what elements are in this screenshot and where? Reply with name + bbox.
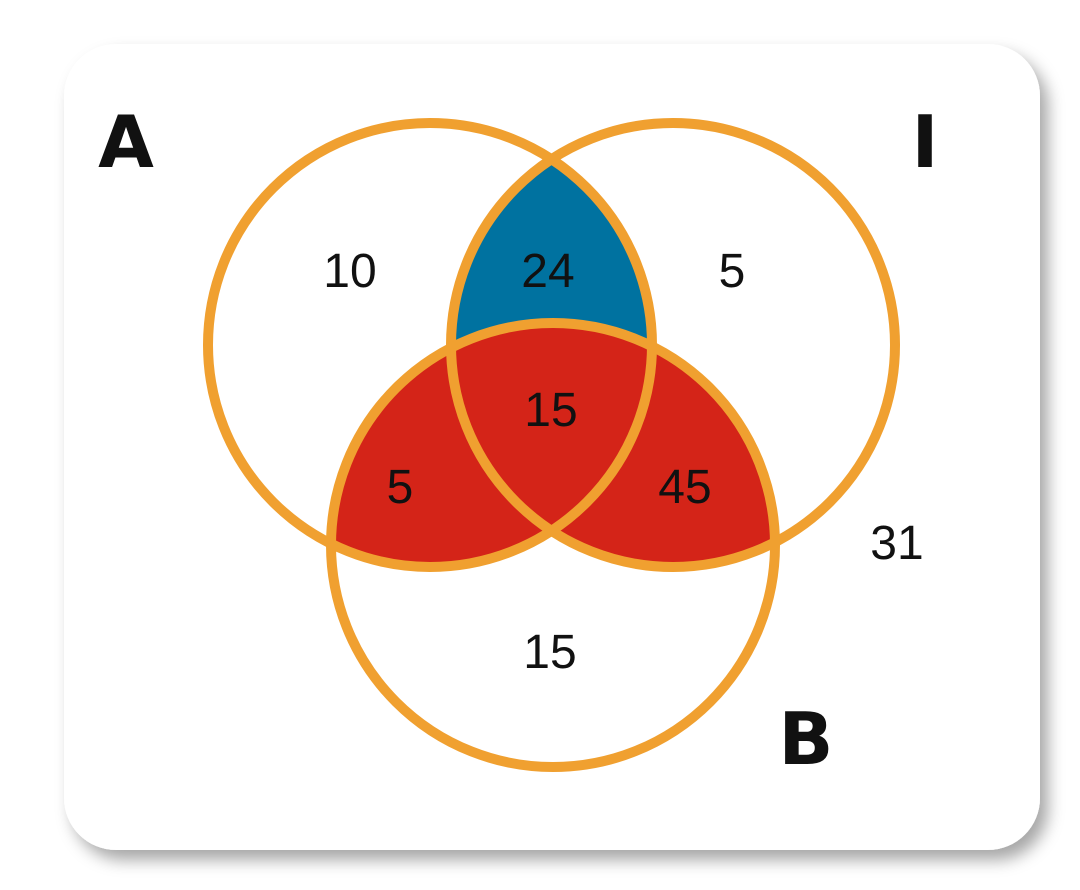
set-label-a: A bbox=[98, 100, 154, 184]
set-label-b: B bbox=[779, 697, 834, 781]
value-i-only: 5 bbox=[719, 245, 746, 298]
value-a-b-only: 5 bbox=[387, 461, 414, 514]
set-label-i: I bbox=[912, 100, 939, 184]
value-a-i-b: 15 bbox=[524, 384, 577, 437]
value-outside: 31 bbox=[870, 517, 923, 570]
value-b-only: 15 bbox=[523, 626, 576, 679]
value-a-i-only: 24 bbox=[521, 245, 574, 298]
value-i-b-only: 45 bbox=[658, 461, 711, 514]
circle-b bbox=[326, 318, 780, 772]
value-a-only: 10 bbox=[323, 245, 376, 298]
